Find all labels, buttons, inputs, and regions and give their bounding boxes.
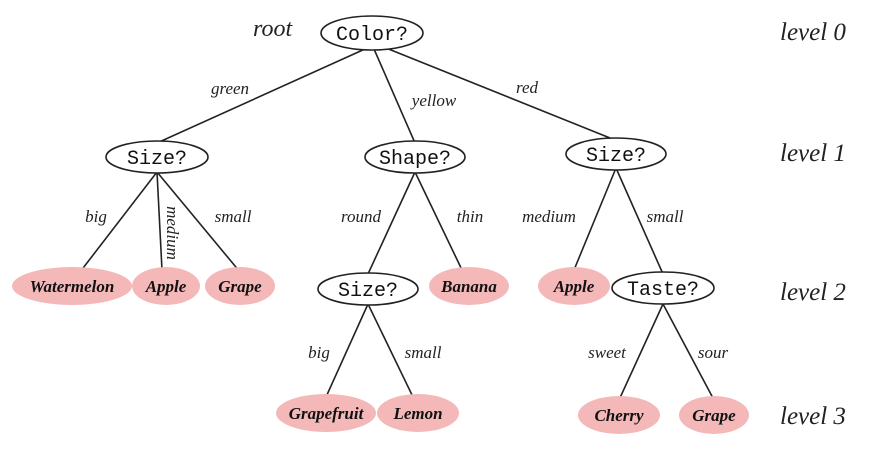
- leaf-label: Banana: [440, 277, 497, 296]
- node-size-question: Size?: [105, 140, 209, 174]
- node-color-question: Color?: [320, 15, 424, 51]
- edge-label-green: green: [211, 79, 249, 98]
- leaf-label: Watermelon: [30, 277, 115, 296]
- edge-shape-round: [367, 171, 416, 275]
- leaf-grapefruit: Grapefruit: [276, 394, 376, 432]
- edge-label-medium: medium: [163, 206, 182, 260]
- edge-label-big: big: [308, 343, 330, 362]
- edge-color-green: [156, 48, 366, 144]
- leaf-apple: Apple: [538, 267, 610, 305]
- node-taste-question: Taste?: [611, 271, 715, 305]
- edge-shape-thin: [414, 171, 464, 273]
- leaf-banana: Banana: [429, 267, 509, 305]
- leaf-cherry: Cherry: [578, 396, 660, 434]
- node-label: Size?: [338, 280, 398, 303]
- edge-size-round-small: [367, 303, 414, 398]
- level-label-1: level 1: [780, 140, 846, 167]
- node-label: Size?: [586, 145, 646, 168]
- node-size-question: Size?: [317, 272, 419, 306]
- edge-label-big: big: [85, 207, 107, 226]
- edge-label-sour: sour: [698, 343, 729, 362]
- tree-edges: [79, 47, 715, 401]
- edge-label-sweet: sweet: [588, 343, 627, 362]
- leaf-apple: Apple: [132, 267, 200, 305]
- edge-label-red: red: [516, 78, 539, 97]
- edge-label-small: small: [405, 343, 442, 362]
- leaf-watermelon: Watermelon: [12, 267, 132, 305]
- edge-color-yellow: [373, 48, 416, 144]
- leaf-nodes: Watermelon Apple Grape Banana Apple Grap…: [12, 267, 749, 434]
- leaf-lemon: Lemon: [377, 394, 459, 432]
- leaf-label: Grapefruit: [289, 404, 365, 423]
- edge-size-red-small: [615, 167, 664, 275]
- leaf-label: Grape: [218, 277, 262, 296]
- edge-size-red-medium: [573, 167, 617, 271]
- node-shape-question: Shape?: [364, 140, 466, 174]
- edge-label-small: small: [647, 207, 684, 226]
- edge-label-thin: thin: [457, 207, 483, 226]
- leaf-label: Cherry: [594, 406, 644, 425]
- node-label: Taste?: [627, 279, 699, 302]
- level-label-2: level 2: [780, 279, 846, 306]
- edge-size-green-medium: [156, 171, 163, 271]
- leaf-label: Grape: [692, 406, 736, 425]
- leaf-label: Lemon: [392, 404, 442, 423]
- edge-size-green-small: [156, 171, 241, 273]
- edge-size-round-big: [325, 303, 369, 398]
- leaf-grape: Grape: [205, 267, 275, 305]
- leaf-grape: Grape: [679, 396, 749, 434]
- question-nodes: Color? Size? Shape? Size? Size? Taste?: [105, 15, 715, 306]
- edge-size-green-big: [79, 171, 158, 273]
- edge-labels: green yellow red big medium small round …: [85, 78, 728, 362]
- level-label-0: level 0: [780, 19, 846, 46]
- edge-taste-sour: [662, 303, 715, 401]
- node-label: Color?: [336, 24, 408, 47]
- edge-color-red: [385, 47, 616, 141]
- edge-label-round: round: [341, 207, 381, 226]
- node-label: Shape?: [379, 148, 451, 171]
- edge-label-small: small: [215, 207, 252, 226]
- edge-label-yellow: yellow: [410, 91, 457, 110]
- level-label-3: level 3: [780, 403, 846, 430]
- edge-taste-sweet: [618, 303, 664, 401]
- level-labels: level 0 level 1 level 2 level 3: [780, 19, 846, 430]
- node-size-question: Size?: [565, 137, 667, 171]
- root-label: root: [253, 16, 293, 42]
- leaf-label: Apple: [145, 277, 187, 296]
- edge-label-medium: medium: [522, 207, 576, 226]
- node-label: Size?: [127, 148, 187, 171]
- leaf-label: Apple: [553, 277, 595, 296]
